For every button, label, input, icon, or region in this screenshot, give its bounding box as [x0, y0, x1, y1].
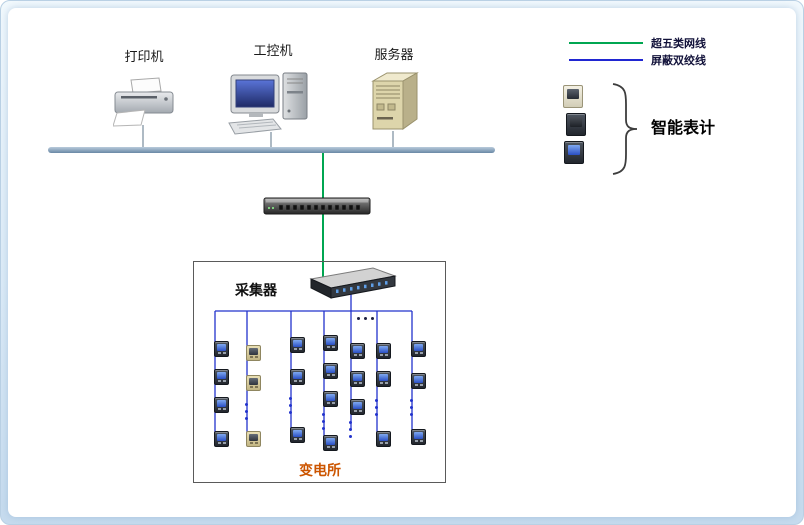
- substation-label: 变电所: [299, 463, 341, 479]
- collector-label: 采集器: [235, 283, 277, 299]
- server-label: 服务器: [374, 48, 414, 63]
- smart-meter-icon: [563, 85, 583, 108]
- ellipsis-dots: [349, 421, 352, 424]
- meter-icon: [214, 431, 229, 447]
- twisted-pair-line-swatch: [569, 59, 643, 61]
- printer-icon: [112, 77, 175, 131]
- brace-icon: [609, 81, 643, 181]
- ellipsis-dots: [357, 317, 360, 320]
- meter-icon: [246, 431, 261, 447]
- legend-item-twisted-pair: 屏蔽双绞线: [569, 52, 706, 68]
- twisted-pair-label: 屏蔽双绞线: [651, 54, 706, 67]
- meter-icon: [411, 341, 426, 357]
- smart-meter-icon: [564, 141, 584, 164]
- meter-icon: [246, 375, 261, 391]
- meter-icon: [214, 397, 229, 413]
- meter-icon: [214, 341, 229, 357]
- meter-icon: [411, 429, 426, 445]
- ellipsis-dots: [375, 399, 378, 402]
- meter-icon: [323, 363, 338, 379]
- device-stub-lines: [142, 125, 394, 147]
- meter-icon: [290, 369, 305, 385]
- meter-icon: [323, 335, 338, 351]
- printer-label: 打印机: [124, 50, 164, 65]
- meter-icon: [376, 371, 391, 387]
- legend-item-cat5e: 超五类网线: [569, 35, 706, 51]
- meter-icon: [323, 391, 338, 407]
- smart-meter-icon: [566, 113, 586, 136]
- cat5e-line-swatch: [569, 42, 643, 44]
- meter-icon: [376, 431, 391, 447]
- meter-icon: [214, 369, 229, 385]
- cat5e-label: 超五类网线: [651, 37, 706, 50]
- ellipsis-dots: [322, 413, 325, 416]
- workstation-icon: [227, 71, 315, 139]
- switch-icon: [263, 194, 371, 222]
- smart-meters-label: 智能表计: [651, 118, 716, 137]
- ellipsis-dots: [245, 403, 248, 406]
- meter-icon: [376, 343, 391, 359]
- meter-icon: [411, 373, 426, 389]
- meter-icon: [290, 427, 305, 443]
- meter-icon: [290, 337, 305, 353]
- meter-icon: [323, 435, 338, 451]
- meter-icon: [350, 343, 365, 359]
- workstation-label: 工控机: [253, 44, 293, 59]
- collector-icon: [307, 265, 399, 303]
- meter-icon: [350, 371, 365, 387]
- ellipsis-dots: [289, 397, 292, 400]
- meter-icon: [350, 399, 365, 415]
- meter-icon: [246, 345, 261, 361]
- substation-box: [193, 261, 446, 483]
- server-icon: [367, 71, 421, 139]
- ellipsis-dots: [410, 399, 413, 402]
